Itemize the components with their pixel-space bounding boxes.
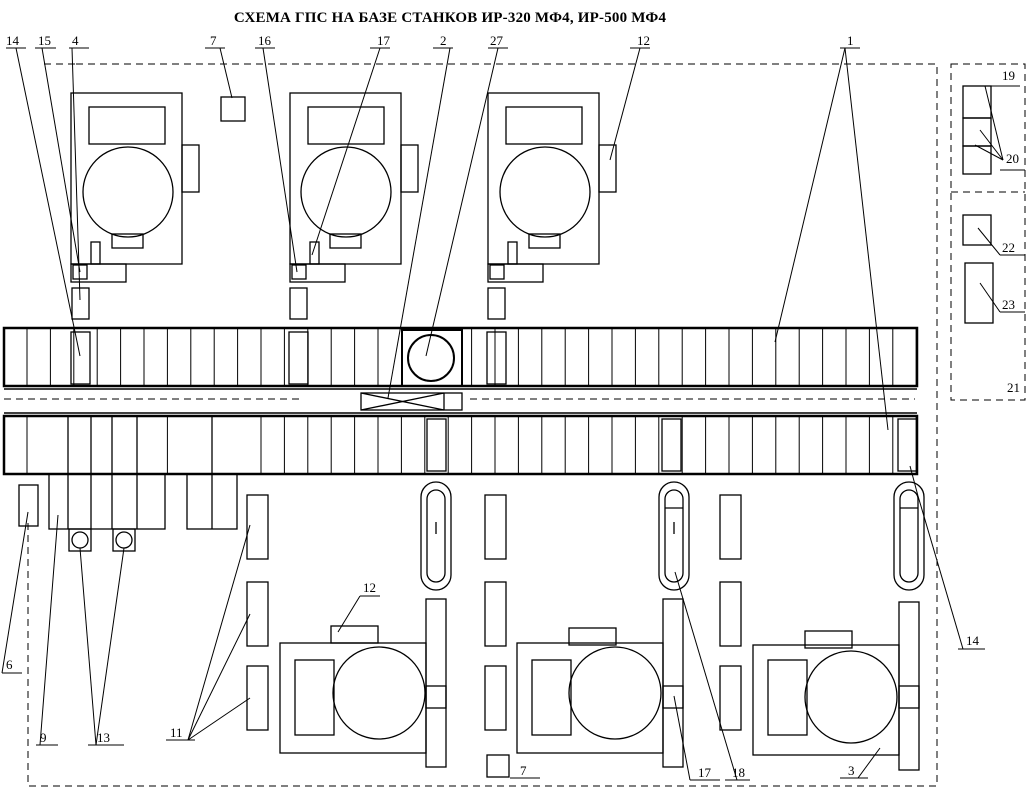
label-21: 21 — [1007, 380, 1020, 395]
label-3: 3 — [848, 763, 855, 778]
label-7-bottom: 7 — [520, 763, 527, 778]
label-16: 16 — [258, 33, 272, 48]
machine-upper-3 — [487, 92, 617, 320]
label-14-bottom: 14 — [966, 633, 980, 648]
label-23: 23 — [1002, 297, 1015, 312]
label-20: 20 — [1006, 151, 1019, 166]
robot-carts — [420, 481, 925, 591]
loading-stations — [48, 416, 238, 552]
cabinet-7-bottom — [486, 754, 510, 778]
workshop-boundary — [4, 63, 1026, 787]
lower-storage-rack — [2, 414, 919, 476]
storage-blocks — [246, 494, 742, 731]
label-12-bottom: 12 — [363, 580, 376, 595]
label-27: 27 — [490, 33, 504, 48]
label-1: 1 — [847, 33, 854, 48]
diagram-title: СХЕМА ГПС НА БАЗЕ СТАНКОВ ИР-320 МФ4, ИР… — [233, 10, 667, 26]
label-13: 13 — [97, 730, 110, 745]
label-15: 15 — [38, 33, 51, 48]
reference-labels: 14 15 4 7 16 17 2 27 12 1 19 20 22 23 21… — [6, 33, 1020, 780]
leader-lines — [1, 47, 1025, 781]
machine-lower-3 — [752, 601, 920, 771]
machine-upper-1 — [70, 92, 200, 320]
upper-storage-rack — [2, 326, 919, 388]
label-9: 9 — [40, 730, 47, 745]
label-17-top: 17 — [377, 33, 391, 48]
stacker-crane — [4, 388, 917, 414]
label-11: 11 — [170, 725, 183, 740]
label-12-top: 12 — [637, 33, 650, 48]
label-2: 2 — [440, 33, 447, 48]
control-box-6 — [18, 484, 39, 527]
label-22: 22 — [1002, 240, 1015, 255]
label-6: 6 — [6, 657, 13, 672]
label-7-top: 7 — [210, 33, 217, 48]
machine-upper-2 — [289, 92, 419, 320]
label-4: 4 — [72, 33, 79, 48]
label-14-top: 14 — [6, 33, 20, 48]
cabinet-7-top — [220, 96, 246, 122]
machine-lower-2 — [516, 598, 684, 768]
label-18: 18 — [732, 765, 745, 780]
label-19: 19 — [1002, 68, 1015, 83]
label-17-bottom: 17 — [698, 765, 712, 780]
control-room — [962, 85, 994, 324]
machine-lower-1 — [279, 598, 447, 768]
